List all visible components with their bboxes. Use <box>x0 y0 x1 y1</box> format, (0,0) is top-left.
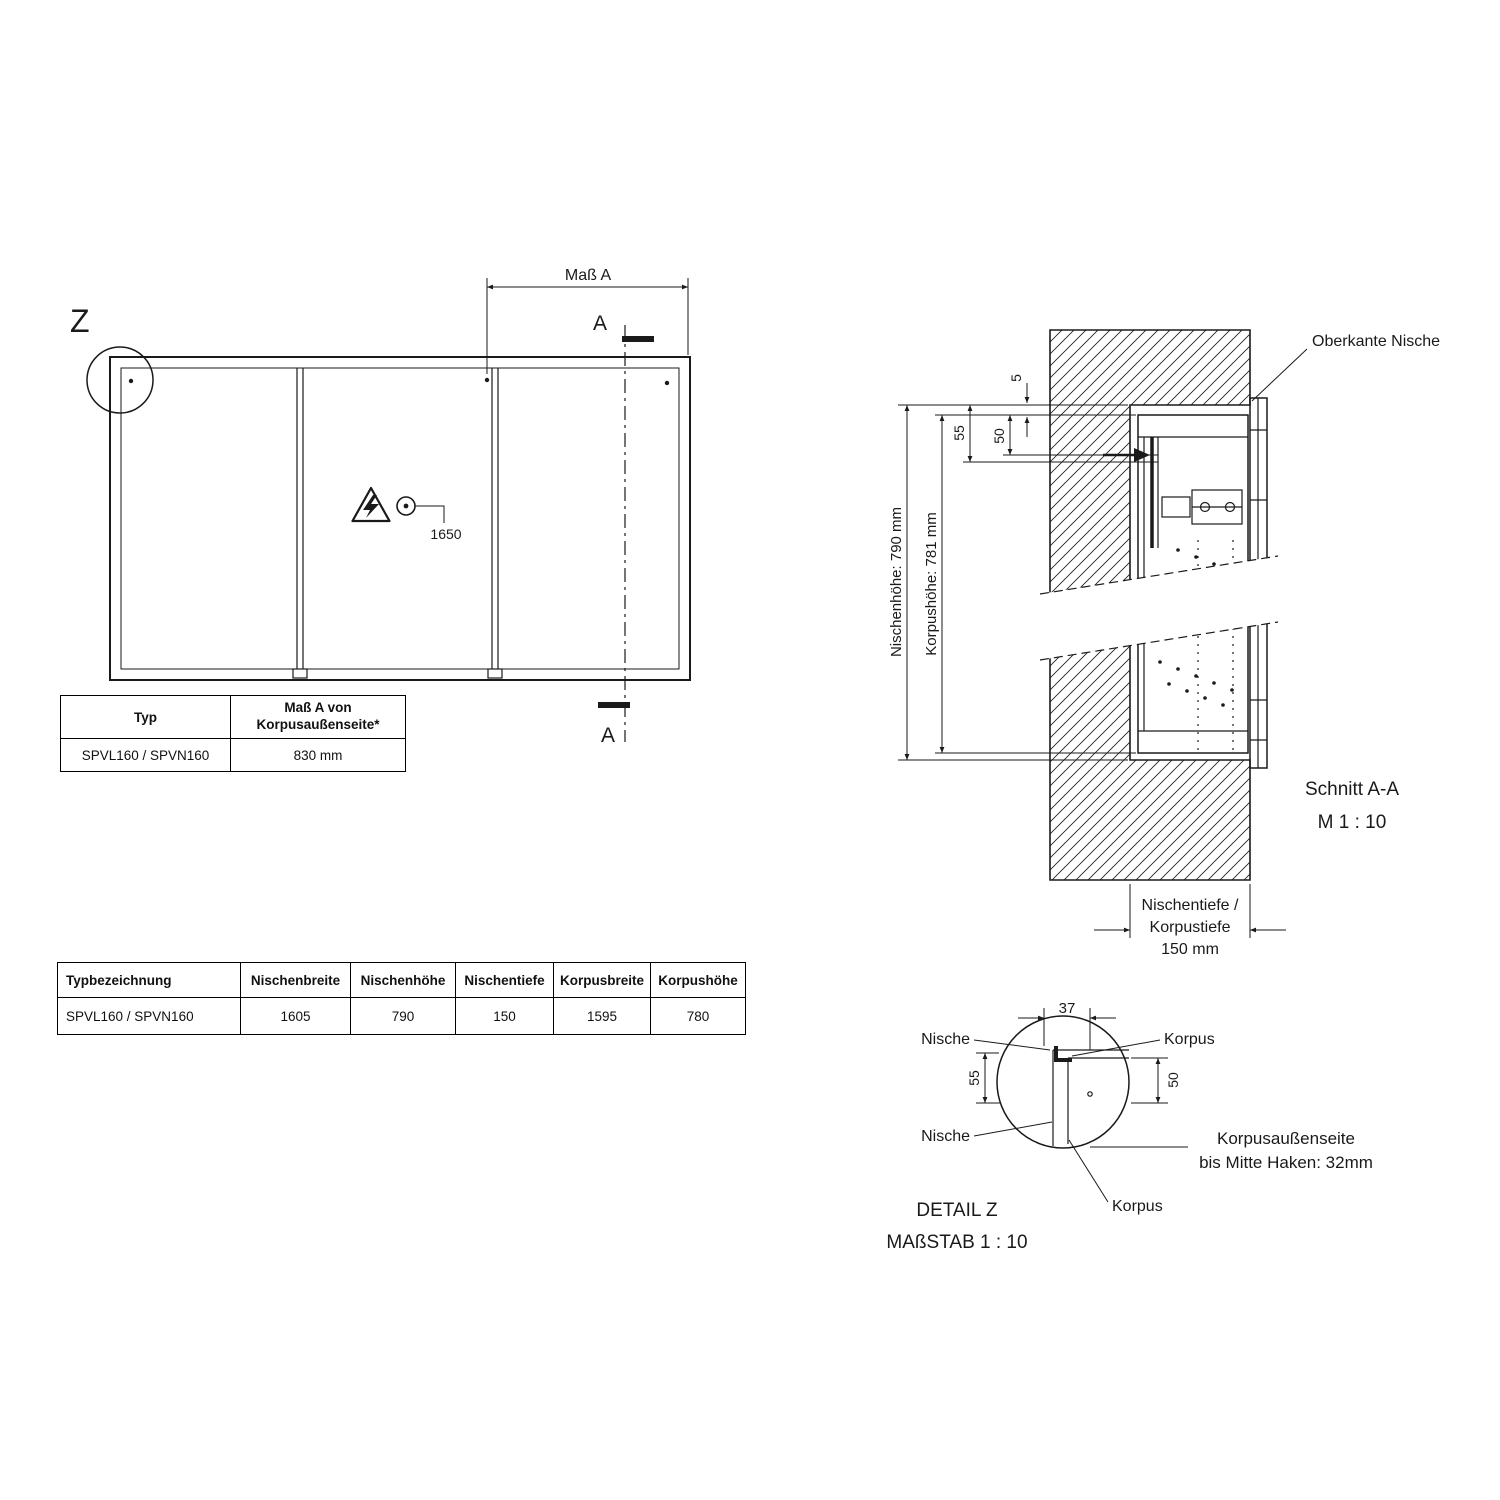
detail-scale: MAßSTAB 1 : 10 <box>886 1232 1027 1253</box>
dim-55-label: 55 <box>951 425 967 441</box>
type-table-header-mass-a: Maß A von Korpusaußenseite* <box>230 695 406 739</box>
dim-55-detail <box>976 1052 1001 1104</box>
dimensions-table: Typbezeichnung Nischenbreite Nischenhöhe… <box>57 962 746 1035</box>
dims-header-nischenhoehe: Nischenhöhe <box>350 962 456 998</box>
break-lines <box>1039 555 1279 661</box>
front-view <box>86 346 691 681</box>
type-table-header-typ: Typ <box>60 695 231 739</box>
section-letter-top: A <box>593 312 607 335</box>
dims-cell-korpushoehe: 780 <box>650 997 746 1035</box>
top-small-dimensions <box>963 383 1158 463</box>
nische-bottom-leader <box>973 1121 1053 1137</box>
dim-50-detail <box>1131 1057 1168 1104</box>
dims-cell-model: SPVL160 / SPVN160 <box>57 997 241 1035</box>
section-scale: M 1 : 10 <box>1318 812 1387 833</box>
section-line-a-a <box>598 325 654 742</box>
korpus-bottom-leader <box>1068 1139 1109 1203</box>
detail-circle <box>996 1015 1130 1149</box>
dims-cell-nischenbreite: 1605 <box>240 997 351 1035</box>
depth-value: 150 mm <box>1161 941 1219 958</box>
dim-50-detail-label: 50 <box>1165 1072 1181 1088</box>
section-letter-bottom: A <box>601 724 615 747</box>
dims-header-nischenbreite: Nischenbreite <box>240 962 351 998</box>
dimensions-table-header-row: Typbezeichnung Nischenbreite Nischenhöhe… <box>57 962 746 998</box>
detail-z-callout-circle <box>86 346 154 414</box>
dims-header-korpushoehe: Korpushöhe <box>650 962 746 998</box>
dims-cell-nischentiefe: 150 <box>455 997 554 1035</box>
type-table-header-row: Typ Maß A von Korpusaußenseite* <box>60 695 406 739</box>
detail-z-letter: Z <box>70 303 90 339</box>
dims-cell-nischenhoehe: 790 <box>350 997 456 1035</box>
electrical-warning-symbol <box>351 486 445 523</box>
dim-55-detail-label: 55 <box>966 1070 982 1086</box>
mass-a-dim-label: Maß A <box>565 267 612 284</box>
dims-cell-korpusbreite: 1595 <box>553 997 651 1035</box>
dim-37 <box>1018 1008 1116 1050</box>
nischenhoehe-label: Nischenhöhe: 790 mm <box>888 507 905 657</box>
hook-mark <box>1054 1046 1072 1062</box>
depth-label-line1: Nischentiefe / <box>1142 897 1239 914</box>
dims-header-nischentiefe: Nischentiefe <box>455 962 554 998</box>
korpus-bottom-label: Korpus <box>1112 1198 1163 1215</box>
lightning-bolt-icon <box>363 495 379 518</box>
nische-bottom-label: Nische <box>921 1128 970 1145</box>
korpus-top-leader <box>1071 1039 1161 1057</box>
detail-title: DETAIL Z <box>916 1200 998 1221</box>
nische-top-label: Nische <box>921 1031 970 1048</box>
oberkante-label: Oberkante Nische <box>1312 333 1440 350</box>
section-view <box>898 329 1308 938</box>
outlet-height-label: 1650 <box>430 526 461 542</box>
type-table: Typ Maß A von Korpusaußenseite* SPVL160 … <box>60 695 406 772</box>
cabinet-outer-outline <box>109 356 691 681</box>
depth-label-line2: Korpustiefe <box>1150 919 1231 936</box>
type-table-row: SPVL160 / SPVN160 830 mm <box>60 738 406 772</box>
type-table-cell-model: SPVL160 / SPVN160 <box>60 738 231 772</box>
detail-z-view <box>973 1008 1188 1203</box>
warning-triangle-icon <box>351 486 391 523</box>
dims-header-typbezeichnung: Typbezeichnung <box>57 962 241 998</box>
dim-50-label: 50 <box>991 428 1007 444</box>
hinge-dots <box>128 377 670 386</box>
type-table-cell-mass-a: 830 mm <box>230 738 406 772</box>
hook-note-line1: Korpusaußenseite <box>1217 1129 1355 1148</box>
korpus-top-label: Korpus <box>1164 1031 1215 1048</box>
door-separator-left <box>292 368 308 679</box>
dimensions-table-row: SPVL160 / SPVN160 1605 790 150 1595 780 <box>57 997 746 1035</box>
depth-dimension <box>1094 884 1286 938</box>
wall-hatched-area <box>1049 329 1251 881</box>
dims-header-korpusbreite: Korpusbreite <box>553 962 651 998</box>
dim-37-label: 37 <box>1059 1000 1076 1017</box>
section-title: Schnitt A-A <box>1305 779 1399 800</box>
dim-5-label: 5 <box>1008 374 1024 382</box>
hook-note-line2: bis Mitte Haken: 32mm <box>1199 1153 1373 1172</box>
korpushoehe-label: Korpushöhe: 781 mm <box>923 512 940 655</box>
nische-top-leader <box>973 1039 1051 1051</box>
cabinet-inner-frame <box>120 367 680 670</box>
height-dimensions <box>898 404 1136 761</box>
door-separator-right <box>487 368 503 679</box>
oberkante-leader <box>1251 348 1308 402</box>
mass-a-dimension <box>486 278 689 374</box>
